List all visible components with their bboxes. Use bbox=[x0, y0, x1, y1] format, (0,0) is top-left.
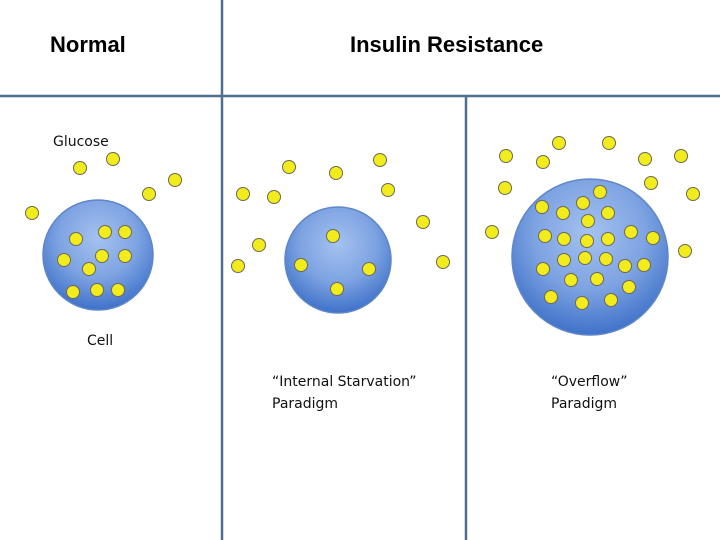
glucose-dot-normal-inside-7 bbox=[82, 262, 96, 276]
starvation-cell bbox=[284, 206, 392, 314]
glucose-dot-overflow-inside-1 bbox=[593, 185, 607, 199]
glucose-dot-overflow-inside-16 bbox=[618, 259, 632, 273]
glucose-dot-overflow-inside-13 bbox=[578, 251, 592, 265]
starvation-paradigm-label-line1: “Internal Starvation” bbox=[272, 374, 417, 390]
glucose-dot-normal-inside-5 bbox=[95, 249, 109, 263]
glucose-dot-starvation-outside-2 bbox=[329, 166, 343, 180]
glucose-dot-overflow-inside-10 bbox=[557, 232, 571, 246]
glucose-dot-normal-inside-8 bbox=[66, 285, 80, 299]
cell-label: Cell bbox=[87, 333, 113, 349]
glucose-dot-overflow-inside-2 bbox=[576, 196, 590, 210]
glucose-dot-starvation-outside-7 bbox=[416, 215, 430, 229]
glucose-dot-overflow-inside-6 bbox=[535, 200, 549, 214]
glucose-dot-normal-inside-3 bbox=[118, 225, 132, 239]
starvation-paradigm-label-line2: Paradigm bbox=[272, 396, 338, 412]
glucose-label: Glucose bbox=[53, 134, 109, 150]
overflow-paradigm-label-line2: Paradigm bbox=[551, 396, 617, 412]
glucose-dot-normal-outside-3 bbox=[142, 187, 156, 201]
glucose-dot-overflow-inside-19 bbox=[590, 272, 604, 286]
glucose-dot-overflow-outside-4 bbox=[602, 136, 616, 150]
glucose-dot-overflow-outside-3 bbox=[536, 155, 550, 169]
glucose-dot-normal-inside-1 bbox=[69, 232, 83, 246]
glucose-dot-overflow-inside-18 bbox=[536, 262, 550, 276]
glucose-dot-overflow-inside-8 bbox=[538, 229, 552, 243]
glucose-dot-overflow-inside-5 bbox=[581, 214, 595, 228]
glucose-dot-overflow-inside-21 bbox=[622, 280, 636, 294]
glucose-dot-overflow-inside-3 bbox=[556, 206, 570, 220]
glucose-dot-starvation-outside-9 bbox=[231, 259, 245, 273]
glucose-dot-normal-outside-5 bbox=[25, 206, 39, 220]
glucose-dot-overflow-inside-12 bbox=[580, 234, 594, 248]
heading-normal: Normal bbox=[50, 32, 126, 57]
glucose-dot-overflow-inside-20 bbox=[564, 273, 578, 287]
glucose-dot-starvation-inside-1 bbox=[326, 229, 340, 243]
glucose-dot-overflow-outside-5 bbox=[638, 152, 652, 166]
glucose-dot-starvation-outside-1 bbox=[282, 160, 296, 174]
glucose-dot-overflow-outside-1 bbox=[499, 149, 513, 163]
glucose-dot-overflow-inside-9 bbox=[601, 232, 615, 246]
glucose-dot-normal-outside-4 bbox=[168, 173, 182, 187]
glucose-dot-overflow-inside-24 bbox=[604, 293, 618, 307]
glucose-dot-overflow-inside-4 bbox=[601, 206, 615, 220]
glucose-dot-starvation-outside-3 bbox=[373, 153, 387, 167]
glucose-dot-starvation-outside-5 bbox=[236, 187, 250, 201]
glucose-dot-starvation-outside-8 bbox=[252, 238, 266, 252]
glucose-dot-normal-inside-4 bbox=[57, 253, 71, 267]
overflow-paradigm-label-line1: “Overflow” bbox=[551, 374, 628, 390]
glucose-dot-overflow-inside-22 bbox=[544, 290, 558, 304]
glucose-dot-overflow-outside-11 bbox=[678, 244, 692, 258]
glucose-molecules bbox=[25, 136, 700, 310]
glucose-dot-normal-outside-1 bbox=[73, 161, 87, 175]
glucose-dot-overflow-outside-9 bbox=[686, 187, 700, 201]
glucose-dot-starvation-inside-4 bbox=[330, 282, 344, 296]
glucose-dot-normal-inside-9 bbox=[90, 283, 104, 297]
glucose-dot-overflow-outside-6 bbox=[674, 149, 688, 163]
glucose-dot-overflow-outside-8 bbox=[644, 176, 658, 190]
glucose-dot-overflow-outside-10 bbox=[485, 225, 499, 239]
heading-insulin-resistance: Insulin Resistance bbox=[350, 32, 543, 57]
glucose-dot-starvation-outside-4 bbox=[381, 183, 395, 197]
glucose-dot-starvation-outside-10 bbox=[436, 255, 450, 269]
glucose-dot-overflow-inside-17 bbox=[637, 258, 651, 272]
glucose-dot-overflow-inside-14 bbox=[557, 253, 571, 267]
glucose-dot-overflow-outside-2 bbox=[552, 136, 566, 150]
glucose-dot-starvation-outside-6 bbox=[267, 190, 281, 204]
glucose-dot-overflow-inside-15 bbox=[599, 252, 613, 266]
glucose-dot-normal-inside-10 bbox=[111, 283, 125, 297]
glucose-dot-starvation-inside-2 bbox=[294, 258, 308, 272]
glucose-dot-starvation-inside-3 bbox=[362, 262, 376, 276]
glucose-dot-overflow-outside-7 bbox=[498, 181, 512, 195]
glucose-dot-normal-outside-2 bbox=[106, 152, 120, 166]
glucose-dot-normal-inside-6 bbox=[118, 249, 132, 263]
glucose-dot-overflow-inside-11 bbox=[646, 231, 660, 245]
glucose-dot-overflow-inside-7 bbox=[624, 225, 638, 239]
glucose-dot-overflow-inside-23 bbox=[575, 296, 589, 310]
glucose-dot-normal-inside-2 bbox=[98, 225, 112, 239]
